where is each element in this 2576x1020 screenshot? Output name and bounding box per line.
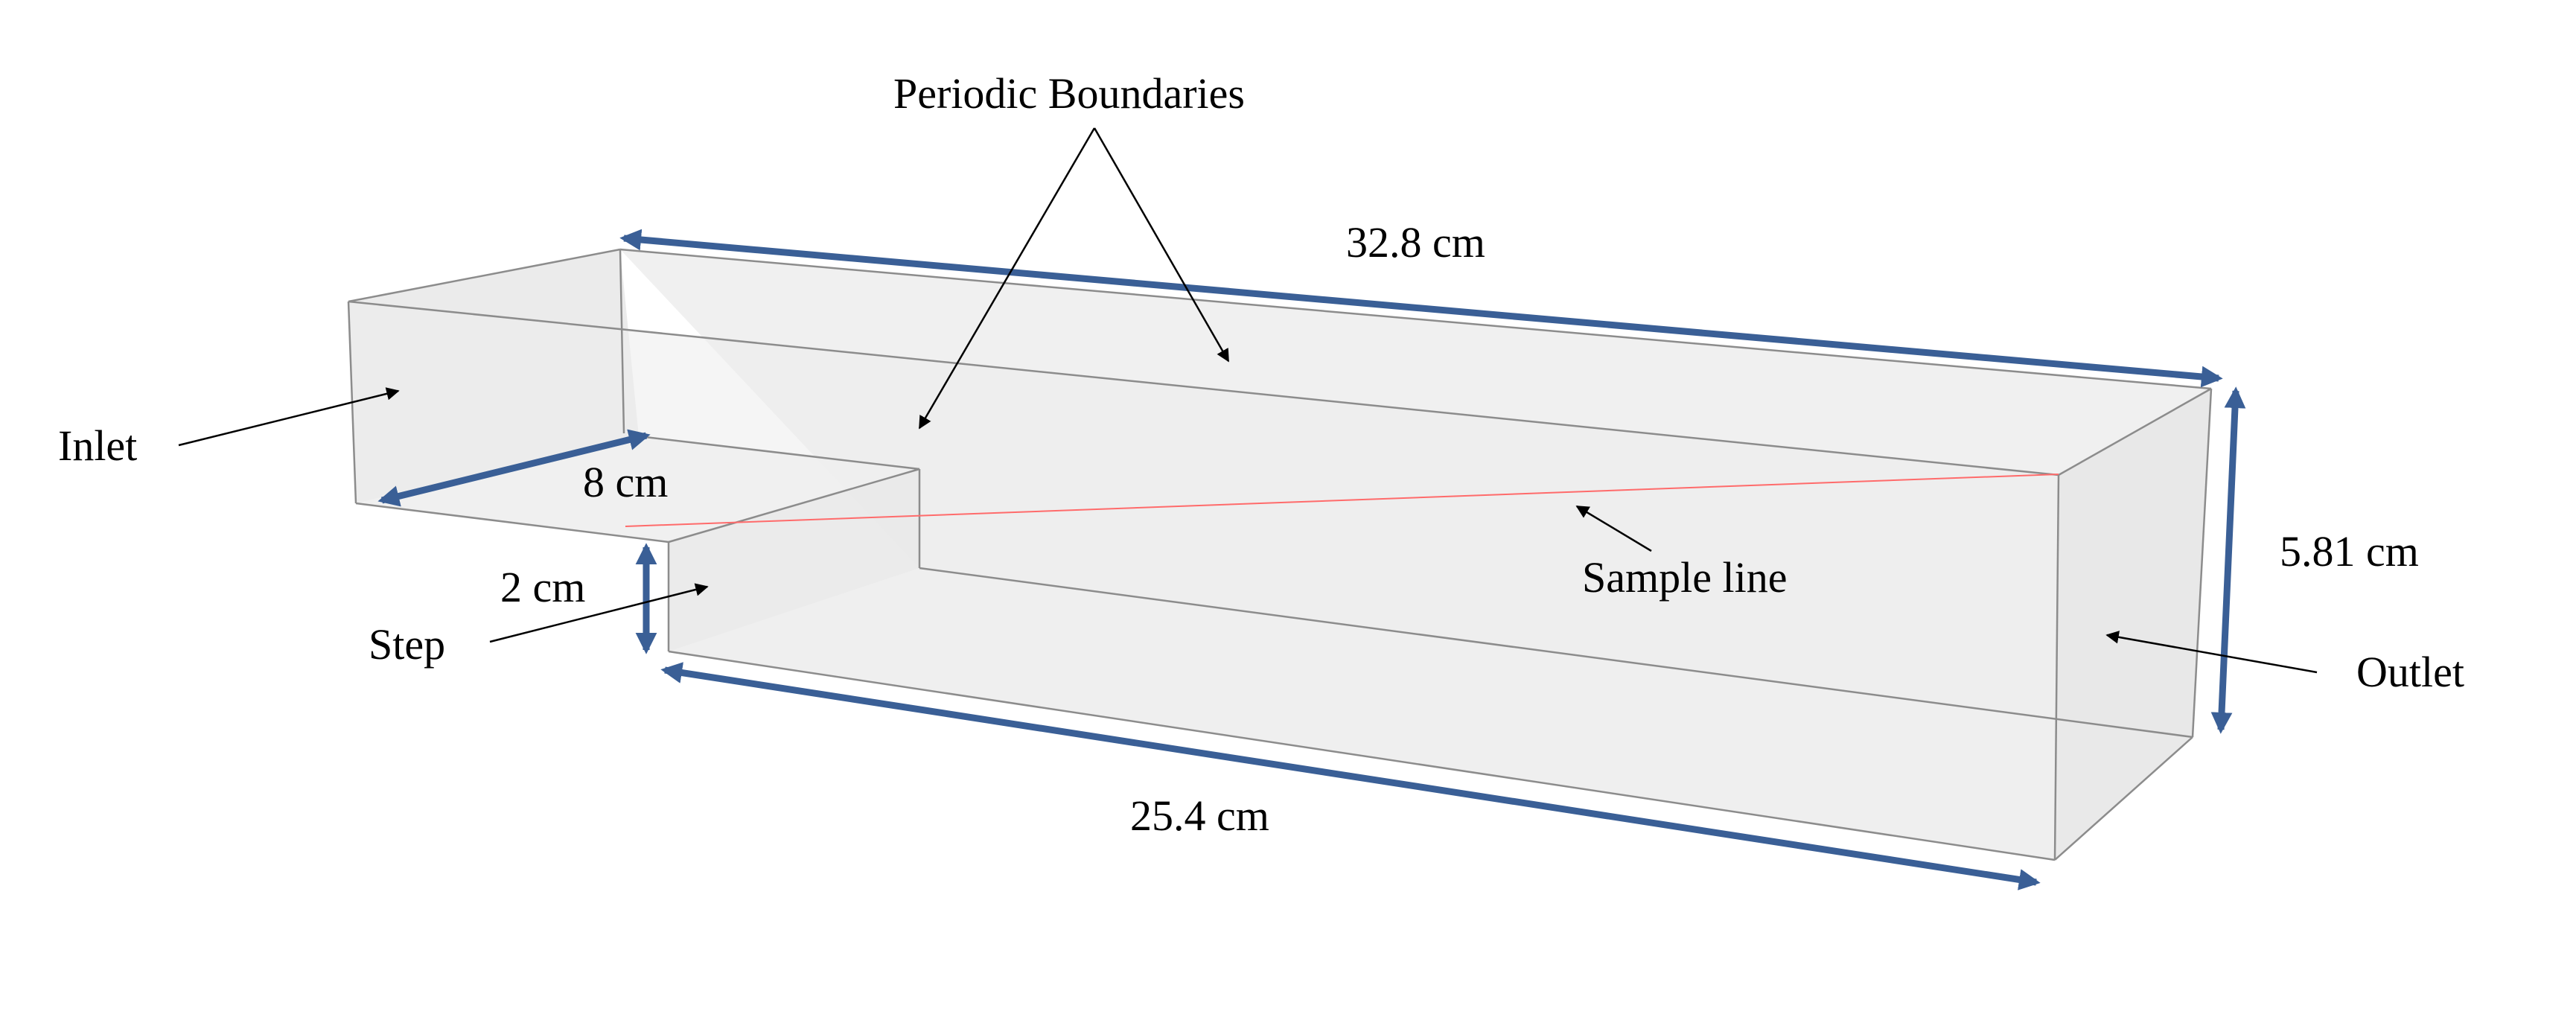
- edge-step-top-side: [668, 468, 920, 544]
- label-sample-line: Sample line: [1582, 553, 1787, 602]
- label-step-height-2: 2 cm: [500, 563, 585, 611]
- sample-line: [625, 474, 2059, 527]
- edge-outlet-top: [2058, 387, 2212, 476]
- dimension-arrow-8: [377, 429, 651, 507]
- dimension-arrow-5-81: [2210, 386, 2246, 734]
- label-step: Step: [369, 620, 445, 669]
- edge-outlet-front: [2053, 474, 2060, 861]
- label-outlet-height-5-81: 5.81 cm: [2280, 527, 2419, 576]
- callout-arrow-periodic-2: [1093, 127, 1230, 363]
- dimension-arrow-25-4: [660, 662, 2041, 890]
- callout-arrow-step: [489, 583, 709, 643]
- label-length-25-4: 25.4 cm: [1130, 791, 1269, 840]
- callout-arrows: [178, 127, 2318, 674]
- callout-arrow-sample-line: [1575, 505, 1652, 552]
- callout-arrow-inlet: [178, 387, 400, 447]
- dimension-arrow-32-8: [619, 229, 2223, 388]
- edge-outlet-back: [2191, 388, 2213, 738]
- dimension-arrows: [377, 229, 2246, 890]
- label-outlet: Outlet: [2356, 648, 2464, 696]
- edge-step-top-front: [355, 502, 669, 544]
- outlet-face: [2055, 389, 2211, 860]
- label-periodic-boundaries: Periodic Boundaries: [893, 69, 1245, 118]
- edge-outlet-bottom: [2054, 736, 2193, 861]
- callout-arrow-periodic-1: [918, 127, 1096, 430]
- callout-arrow-outlet: [2105, 631, 2318, 674]
- edge-inlet-top: [348, 248, 621, 303]
- label-step-length-8: 8 cm: [583, 458, 668, 506]
- edge-step-back-top: [638, 435, 920, 471]
- label-inlet: Inlet: [58, 421, 137, 470]
- text-labels: Periodic Boundaries 32.8 cm 8 cm 2 cm In…: [58, 69, 2464, 840]
- label-length-32-8: 32.8 cm: [1346, 218, 1485, 267]
